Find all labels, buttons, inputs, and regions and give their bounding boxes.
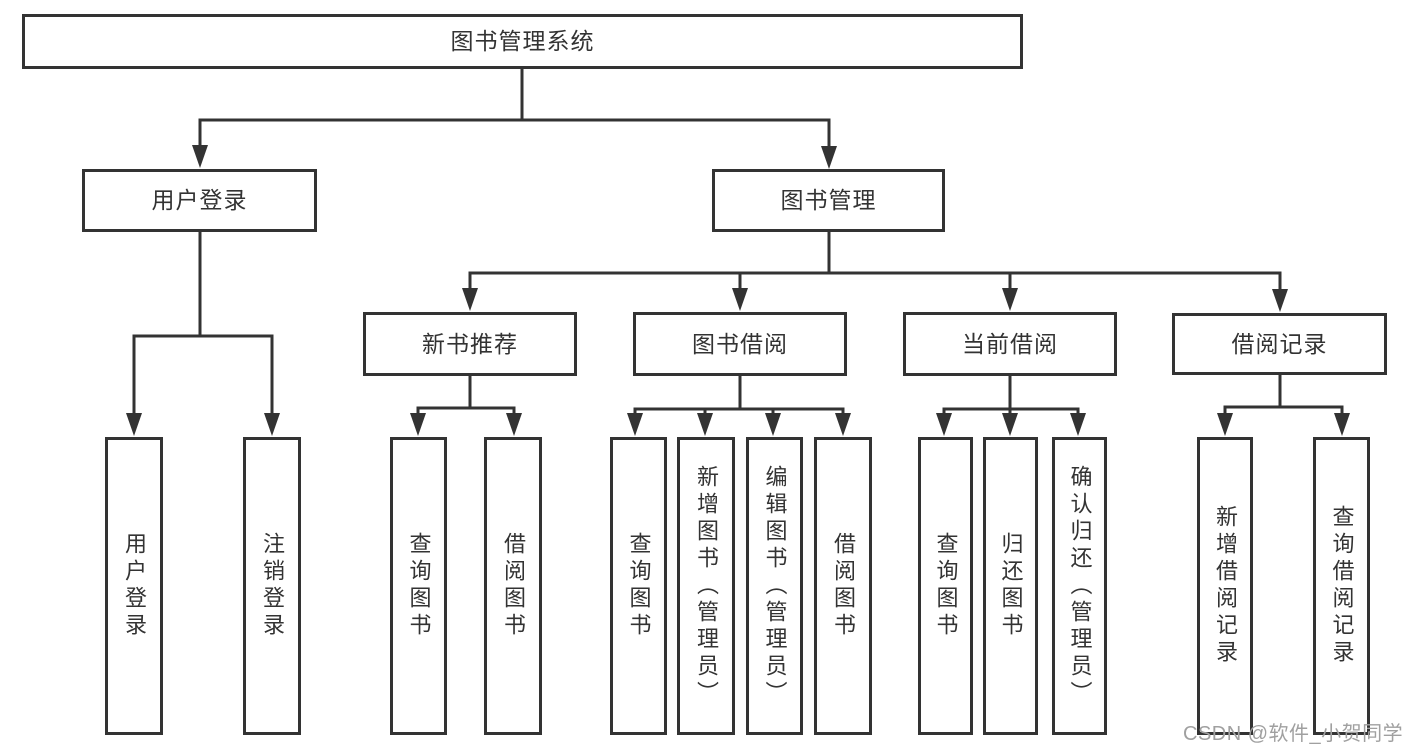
leaf-query-books-2: 查询图书 (610, 437, 667, 735)
edge-borrow-records-to-leaves (1223, 374, 1344, 414)
leaf-query-books-3-label: 查询图书 (933, 532, 959, 640)
node-borrowing-records-label: 借阅记录 (1231, 330, 1328, 357)
leaf-query-borrow-record-label: 查询借阅记录 (1329, 505, 1355, 667)
leaf-borrow-books-2: 借阅图书 (814, 437, 872, 735)
leaf-edit-books-admin-label: 编辑图书（管理员） (762, 464, 788, 708)
node-current-borrowing-label: 当前借阅 (962, 330, 1058, 357)
leaf-logout-label: 注销登录 (260, 532, 285, 640)
leaf-confirm-return-admin-label: 确认归还（管理员） (1067, 464, 1093, 708)
edge-book-mgmt-to-sections (468, 231, 1282, 290)
edge-book-borrow-to-leaves (633, 375, 845, 414)
leaf-borrow-books-1: 借阅图书 (484, 437, 542, 735)
edge-current-borrow-to-leaves (942, 375, 1080, 414)
node-borrowing-records: 借阅记录 (1172, 313, 1387, 375)
leaf-logout: 注销登录 (243, 437, 301, 735)
node-user-login: 用户登录 (82, 169, 317, 232)
node-book-management-label: 图书管理 (780, 187, 877, 213)
leaf-query-books-1-label: 查询图书 (406, 532, 432, 640)
leaf-query-books-3: 查询图书 (918, 437, 973, 735)
leaf-query-books-2-label: 查询图书 (626, 532, 652, 640)
node-new-book-recommend: 新书推荐 (363, 312, 577, 376)
node-root: 图书管理系统 (22, 14, 1023, 69)
leaf-edit-books-admin: 编辑图书（管理员） (746, 437, 803, 735)
node-book-borrowing-label: 图书借阅 (692, 330, 788, 357)
csdn-watermark: CSDN @软件_小贺同学 (1183, 723, 1404, 745)
node-root-label: 图书管理系统 (450, 28, 595, 54)
leaf-user-login: 用户登录 (105, 437, 163, 735)
leaf-user-login-label: 用户登录 (122, 532, 147, 640)
edge-new-book-rec-to-leaves (416, 375, 516, 414)
node-book-borrowing: 图书借阅 (633, 312, 847, 376)
leaf-add-books-admin: 新增图书（管理员） (677, 437, 735, 735)
node-new-book-recommend-label: 新书推荐 (422, 330, 518, 357)
leaf-borrow-books-1-label: 借阅图书 (501, 532, 526, 640)
leaf-return-books: 归还图书 (983, 437, 1038, 735)
leaf-query-books-1: 查询图书 (390, 437, 447, 735)
leaf-add-borrow-record-label: 新增借阅记录 (1213, 505, 1238, 667)
leaf-add-books-admin-label: 新增图书（管理员） (694, 464, 719, 708)
node-current-borrowing: 当前借阅 (903, 312, 1117, 376)
leaf-return-books-label: 归还图书 (998, 532, 1024, 640)
leaf-borrow-books-2-label: 借阅图书 (831, 532, 856, 640)
leaf-query-borrow-record: 查询借阅记录 (1313, 437, 1370, 735)
node-book-management: 图书管理 (712, 169, 945, 232)
arrowheads (126, 145, 1350, 436)
leaf-confirm-return-admin: 确认归还（管理员） (1052, 437, 1107, 735)
leaf-add-borrow-record: 新增借阅记录 (1197, 437, 1253, 735)
node-user-login-label: 用户登录 (151, 187, 248, 213)
edge-user-login-to-leaves (132, 231, 274, 413)
edge-root-to-branches (198, 67, 831, 146)
